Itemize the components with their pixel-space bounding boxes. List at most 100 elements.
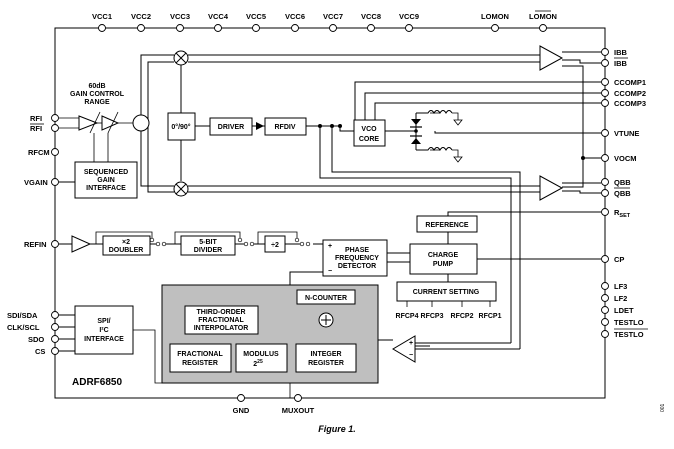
vco-line1: VCO xyxy=(361,126,377,133)
pin-label-qbb: QBB xyxy=(614,178,631,187)
n-counter-block xyxy=(296,289,356,305)
bottom-pins: GND MUXOUT xyxy=(233,394,315,415)
pin-lf2 xyxy=(601,294,609,302)
pin-refin xyxy=(51,240,59,248)
seq-gain-line2: GAIN xyxy=(97,177,115,184)
pin-label-clk: CLK/SCL xyxy=(7,323,40,332)
modulus-line2: 225 xyxy=(253,359,263,368)
inductor-bottom xyxy=(416,147,453,151)
div2-block xyxy=(264,235,286,253)
pin-vcc9 xyxy=(405,24,413,32)
vco-core-block xyxy=(353,119,386,147)
pin-label-ccomp3: CCOMP3 xyxy=(614,99,646,108)
pin-label-ccomp2: CCOMP2 xyxy=(614,89,646,98)
pin-rfi xyxy=(51,114,59,122)
driver-label: DRIVER xyxy=(218,124,244,131)
mixers xyxy=(173,50,189,197)
pin-ldet xyxy=(601,306,609,314)
pin-ccomp2 xyxy=(601,89,609,97)
pfd-line1: PHASE xyxy=(345,247,369,254)
pin-vocm xyxy=(601,154,609,162)
pin-label-vcc3: VCC3 xyxy=(170,12,190,21)
pin-label-sdi: SDI/SDA xyxy=(7,311,38,320)
pin-label-muxout: MUXOUT xyxy=(282,406,315,415)
pin-label-cs: CS xyxy=(35,347,45,356)
seq-gain-line3: INTERFACE xyxy=(86,185,126,192)
vga-amp-2 xyxy=(101,115,120,131)
pin-vcc8 xyxy=(367,24,375,32)
ground-icon xyxy=(453,119,463,126)
interpolator-block xyxy=(184,305,259,335)
right-pins: IBB IBB CCOMP1 CCOMP2 CCOMP3 VTUNE VOCM … xyxy=(601,48,648,339)
pin-rset xyxy=(601,208,609,216)
pin-vcc7 xyxy=(329,24,337,32)
pin-lf3 xyxy=(601,282,609,290)
spi-line1: SPI/ xyxy=(97,318,110,325)
spi-line2: I²C xyxy=(99,327,108,334)
pin-label-ccomp1: CCOMP1 xyxy=(614,78,646,87)
pin-ccomp1 xyxy=(601,78,609,86)
pin-label-vcc5: VCC5 xyxy=(246,12,266,21)
rfcp1-label: RFCP1 xyxy=(479,313,502,320)
pin-qbb-bar xyxy=(601,189,609,197)
pin-rfcm xyxy=(51,148,59,156)
pin-gnd xyxy=(237,394,245,402)
pin-label-vcc8: VCC8 xyxy=(361,12,381,21)
pin-ibb-bar xyxy=(601,59,609,67)
divider-line2: DIVIDER xyxy=(194,247,222,254)
pin-label-vcc2: VCC2 xyxy=(131,12,151,21)
pin-label-sdo: SDO xyxy=(28,335,44,344)
rfcp3-label: RFCP3 xyxy=(421,313,444,320)
pin-label-ldet: LDET xyxy=(614,306,634,315)
pin-label-vocm: VOCM xyxy=(614,154,637,163)
part-name: ADRF6850 xyxy=(72,377,122,388)
current-setting-block xyxy=(396,281,497,302)
pin-label-vcc9: VCC9 xyxy=(399,12,419,21)
vga-amplifiers xyxy=(78,111,150,134)
pin-vtune xyxy=(601,129,609,137)
side-number: 001 xyxy=(660,403,666,412)
i-output-amp xyxy=(539,45,564,71)
pfd-line2: FREQUENCY xyxy=(335,255,379,262)
spi-interface-block xyxy=(74,305,134,355)
int-reg-line2: REGISTER xyxy=(308,360,344,367)
driver-block xyxy=(209,117,253,136)
pin-sdi xyxy=(51,311,59,319)
ground-icon xyxy=(453,156,463,163)
doubler-block xyxy=(102,235,151,256)
reference-label: REFERENCE xyxy=(425,222,469,229)
pin-label-qbb-bar: QBB xyxy=(614,189,631,198)
pin-vcc5 xyxy=(252,24,260,32)
pin-label-testlo: TESTLO xyxy=(614,318,644,327)
pin-label-rfi-bar: RFI xyxy=(30,124,42,133)
vco-line2: CORE xyxy=(359,136,380,143)
fractional-register-block xyxy=(169,343,232,373)
inductor-top xyxy=(416,110,453,114)
pin-vcc4 xyxy=(214,24,222,32)
modulus-line1: MODULUS xyxy=(243,351,279,358)
pin-label-lf2: LF2 xyxy=(614,294,627,303)
pfd-line3: DETECTOR xyxy=(338,263,376,270)
q-output-amp xyxy=(539,175,564,201)
pin-label-rset: RSET xyxy=(614,208,631,219)
pin-label-ibb-bar: IBB xyxy=(614,59,628,68)
n-counter-label: N-COUNTER xyxy=(305,295,347,302)
div2-label: ÷2 xyxy=(271,242,279,249)
pin-label-vtune: VTUNE xyxy=(614,129,639,138)
sequenced-gain-block xyxy=(74,161,138,199)
charge-pump-block xyxy=(409,243,478,275)
vco-tank xyxy=(410,110,463,163)
seq-gain-line1: SEQUENCED xyxy=(84,169,128,176)
integer-register-block xyxy=(295,343,357,373)
pin-label-vcc6: VCC6 xyxy=(285,12,305,21)
pin-label-lomon-bar: LOMON xyxy=(529,12,557,21)
pin-testlo xyxy=(601,318,609,326)
pin-label-ibb: IBB xyxy=(614,48,628,57)
pin-ibb xyxy=(601,48,609,56)
svg-text:−: − xyxy=(328,268,332,275)
gain-range-line2: GAIN CONTROL xyxy=(70,91,125,98)
gain-range-line3: RANGE xyxy=(84,99,110,106)
pin-sdo xyxy=(51,335,59,343)
divider-block xyxy=(180,235,236,256)
pin-cs xyxy=(51,347,59,355)
